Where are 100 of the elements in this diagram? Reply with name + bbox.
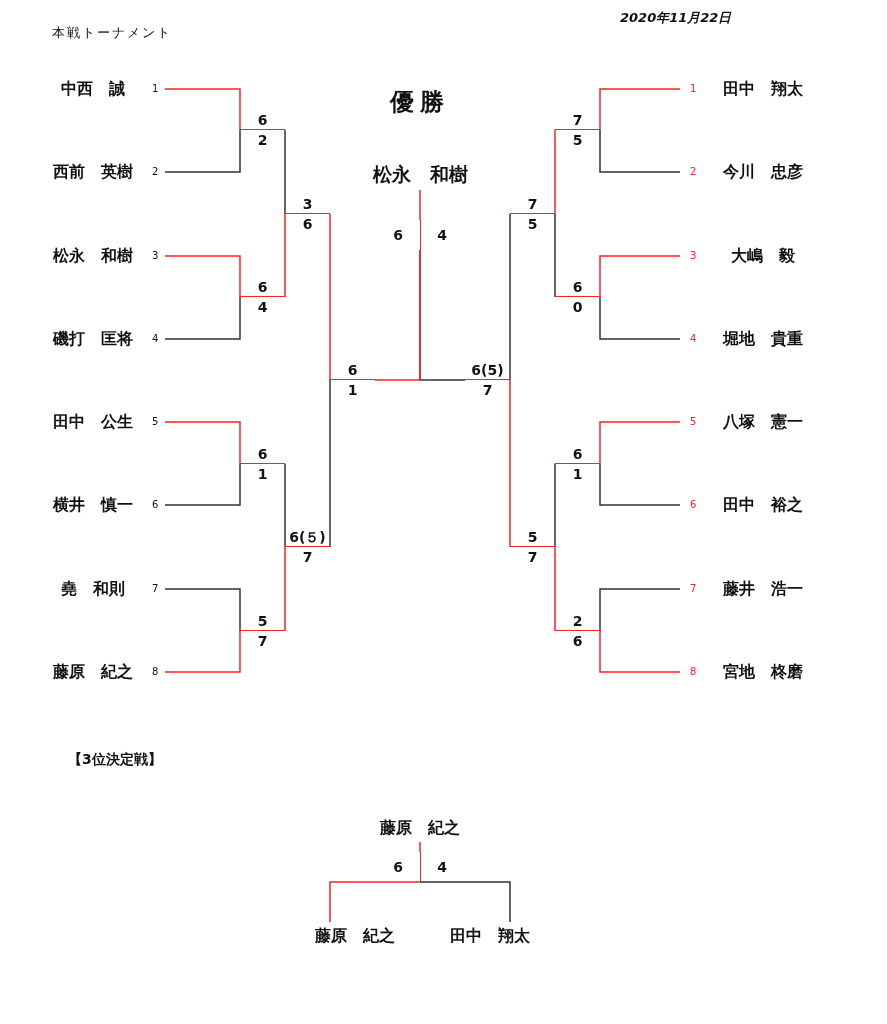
- seed-number: 3: [152, 249, 159, 263]
- bracket-line: [599, 255, 681, 298]
- bracket-line: [329, 379, 331, 548]
- score: 6: [571, 278, 584, 296]
- score: 1: [346, 381, 359, 399]
- player-name: 藤原 紀之: [290, 922, 420, 950]
- score: 4: [256, 298, 269, 316]
- score: 0: [571, 298, 584, 316]
- bracket-line: [284, 463, 286, 548]
- score: 4: [436, 226, 448, 244]
- player-name: 西前 英樹: [51, 161, 134, 183]
- score: 2: [571, 612, 584, 630]
- score: 1: [256, 465, 269, 483]
- bracket-line: [599, 88, 681, 131]
- player-name: 宮地 柊磨: [721, 661, 804, 683]
- player-name: 藤原 紀之: [51, 661, 134, 683]
- player-name: 横井 慎一: [51, 494, 134, 516]
- player-name: 中西 誠: [59, 78, 126, 100]
- score: 7: [481, 381, 494, 399]
- bracket-line: [164, 588, 241, 632]
- score: 6: [392, 226, 404, 244]
- bracket-line: [554, 213, 556, 298]
- bracket-line: [554, 129, 556, 215]
- score: 7: [526, 195, 539, 213]
- player-name: 松永 和樹: [51, 245, 134, 267]
- player-name: 堀地 貴重: [721, 328, 804, 350]
- seed-number: 6: [690, 498, 697, 512]
- player-name: 今川 忠彦: [721, 161, 804, 183]
- section-heading: 【3位決定戦】: [68, 751, 162, 769]
- player-name: 田中 翔太: [425, 922, 555, 950]
- bracket-line: [164, 630, 241, 673]
- champion-heading: 優勝: [390, 87, 450, 118]
- bracket-line: [329, 881, 421, 923]
- bracket-line: [599, 463, 681, 506]
- bracket-line: [599, 630, 681, 673]
- score: 6: [256, 111, 269, 129]
- score: 6: [571, 445, 584, 463]
- seed-number: 2: [690, 165, 697, 179]
- bracket-line: [509, 213, 511, 381]
- seed-number: 1: [152, 82, 159, 96]
- player-name: 大嶋 毅: [729, 245, 796, 267]
- score: 4: [436, 858, 448, 876]
- score: 5: [571, 131, 584, 149]
- bracket-line: [599, 421, 681, 465]
- bracket-line: [419, 881, 511, 923]
- player-name: 藤原 紀之: [350, 814, 490, 842]
- score: 5: [526, 215, 539, 233]
- bracket-line: [284, 213, 286, 298]
- score: 7: [571, 111, 584, 129]
- score: 2: [256, 131, 269, 149]
- bracket-line: [164, 463, 241, 506]
- seed-number: 8: [690, 665, 697, 679]
- bracket-line: [599, 129, 681, 173]
- champion-name: 松永 和樹: [350, 158, 490, 190]
- score: 7: [256, 632, 269, 650]
- score: 6: [256, 445, 269, 463]
- seed-number: 5: [690, 415, 697, 429]
- bracket-line: [164, 129, 241, 173]
- bracket-line: [599, 296, 681, 340]
- player-name: 田中 公生: [51, 411, 134, 433]
- score: 6(５): [288, 528, 327, 546]
- bracket-line: [599, 588, 681, 632]
- score: 6: [571, 632, 584, 650]
- bracket-line: [554, 546, 556, 632]
- bracket-line: [374, 249, 421, 381]
- seed-number: 1: [690, 82, 697, 96]
- seed-number: 6: [152, 498, 159, 512]
- player-name: 堯 和則: [59, 578, 126, 600]
- bracket-line: [284, 546, 286, 632]
- page-title: 本戦トーナメント: [52, 24, 172, 42]
- seed-number: 8: [152, 665, 159, 679]
- bracket-line: [419, 189, 421, 221]
- date-label: 2020年11月22日: [620, 9, 732, 27]
- bracket-line: [164, 88, 241, 131]
- player-name: 田中 翔太: [721, 78, 804, 100]
- seed-number: 2: [152, 165, 159, 179]
- score: 7: [526, 548, 539, 566]
- score: 6: [346, 361, 359, 379]
- bracket-line: [509, 379, 511, 548]
- bracket-line: [164, 296, 241, 340]
- score: 7: [301, 548, 314, 566]
- seed-number: 3: [690, 249, 697, 263]
- bracket-line: [164, 421, 241, 465]
- score: 5: [256, 612, 269, 630]
- score: 3: [301, 195, 314, 213]
- score: 6(5): [470, 361, 505, 379]
- bracket-line: [164, 255, 241, 298]
- score: 6: [256, 278, 269, 296]
- seed-number: 7: [152, 582, 159, 596]
- seed-number: 4: [690, 332, 697, 346]
- score: 5: [526, 528, 539, 546]
- bracket-line: [284, 129, 286, 215]
- score: 6: [301, 215, 314, 233]
- player-name: 八塚 憲一: [721, 411, 804, 433]
- score: 6: [392, 858, 404, 876]
- seed-number: 7: [690, 582, 697, 596]
- seed-number: 4: [152, 332, 159, 346]
- player-name: 磯打 匡将: [51, 328, 134, 350]
- player-name: 藤井 浩一: [721, 578, 804, 600]
- player-name: 田中 裕之: [721, 494, 804, 516]
